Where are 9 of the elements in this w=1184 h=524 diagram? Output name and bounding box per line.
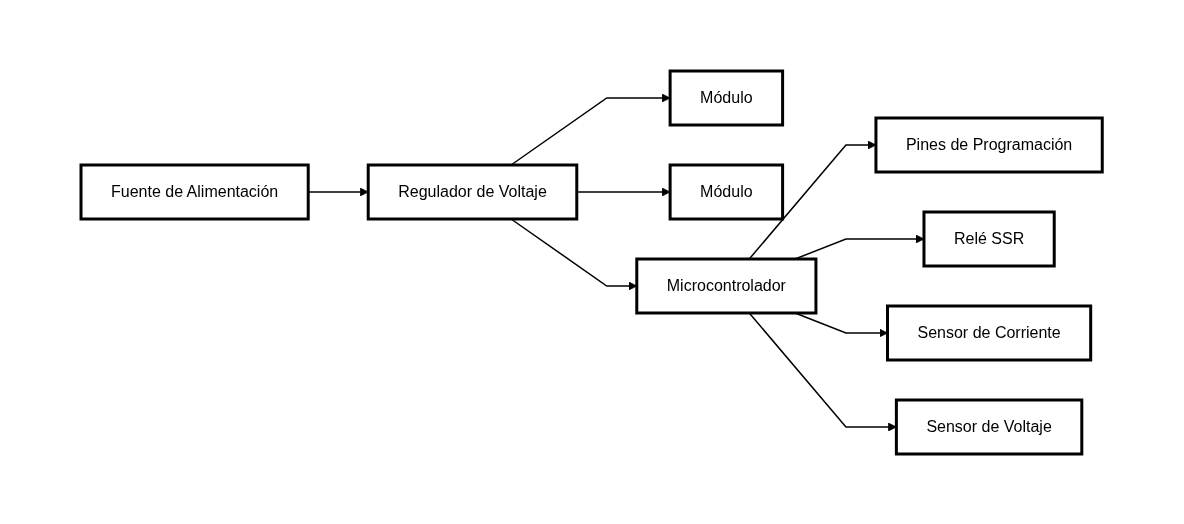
node-box: Pines de Programación <box>874 116 1105 173</box>
node-box: Módulo <box>669 69 785 126</box>
node-box: Regulador de Voltaje <box>367 163 579 220</box>
node-box: Sensor de Voltaje <box>895 398 1084 455</box>
node-box: Fuente de Alimentación <box>79 163 311 220</box>
node-box: Microcontrolador <box>635 257 818 314</box>
node-box: Relé SSR <box>922 210 1057 267</box>
node-box: Módulo <box>669 163 785 220</box>
node-box: Sensor de Corriente <box>886 304 1093 361</box>
